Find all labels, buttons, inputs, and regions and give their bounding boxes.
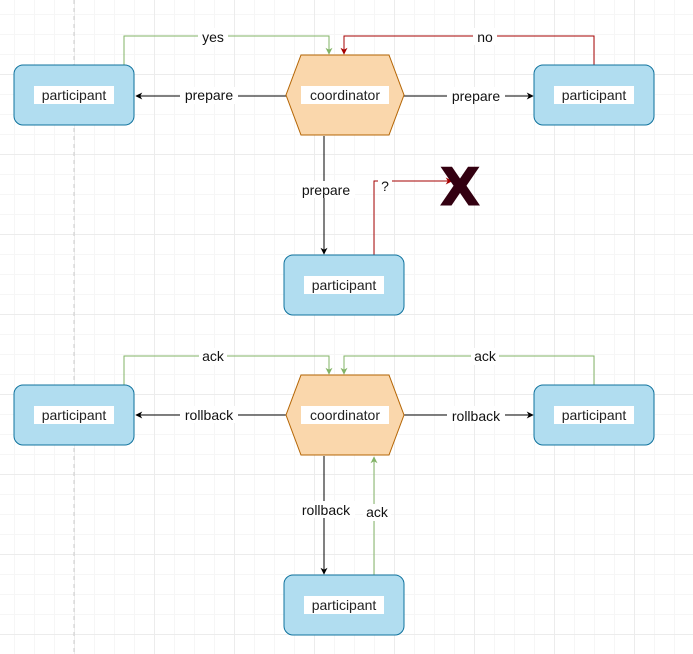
coordinator-prepare-label: coordinator bbox=[310, 87, 380, 103]
edge-ack-left-label: ack bbox=[202, 348, 225, 364]
edge-yes-label: yes bbox=[202, 29, 224, 45]
participant-bottom-rollback[interactable]: participant bbox=[283, 574, 405, 636]
participant-left-rollback-label: participant bbox=[42, 407, 107, 423]
participant-bottom-rollback-label: participant bbox=[312, 597, 377, 613]
participant-bottom-prepare[interactable]: participant bbox=[283, 254, 405, 316]
edge-rollback-down-label: rollback bbox=[302, 502, 351, 518]
participant-right-prepare-label: participant bbox=[562, 87, 627, 103]
participant-left-rollback[interactable]: participant bbox=[13, 384, 135, 446]
edge-rollback-right-label: rollback bbox=[452, 408, 501, 424]
edge-ack-right[interactable] bbox=[340, 355, 595, 385]
coordinator-rollback[interactable]: coordinator bbox=[285, 374, 405, 456]
participant-right-prepare[interactable]: participant bbox=[533, 64, 655, 126]
edge-prepare-left-label: prepare bbox=[185, 87, 233, 103]
edge-prepare-down-label: prepare bbox=[302, 182, 350, 198]
participant-left-prepare[interactable]: participant bbox=[13, 64, 135, 126]
edge-prepare-right-label: prepare bbox=[452, 88, 500, 104]
participant-bottom-prepare-label: participant bbox=[312, 277, 377, 293]
edge-unknown-label: ? bbox=[381, 178, 389, 194]
participant-left-prepare-label: participant bbox=[42, 87, 107, 103]
participant-right-rollback-label: participant bbox=[562, 407, 627, 423]
edge-no[interactable] bbox=[340, 35, 595, 65]
edge-ack-right-label: ack bbox=[474, 348, 497, 364]
participant-right-rollback[interactable]: participant bbox=[533, 384, 655, 446]
edge-no-label: no bbox=[477, 29, 493, 45]
coordinator-rollback-label: coordinator bbox=[310, 407, 380, 423]
coordinator-prepare[interactable]: coordinator bbox=[285, 54, 405, 136]
edge-unknown[interactable] bbox=[373, 177, 453, 255]
edge-rollback-left-label: rollback bbox=[185, 407, 234, 423]
edge-ack-bottom-label: ack bbox=[366, 504, 389, 520]
failure-x-icon: X bbox=[440, 158, 480, 218]
